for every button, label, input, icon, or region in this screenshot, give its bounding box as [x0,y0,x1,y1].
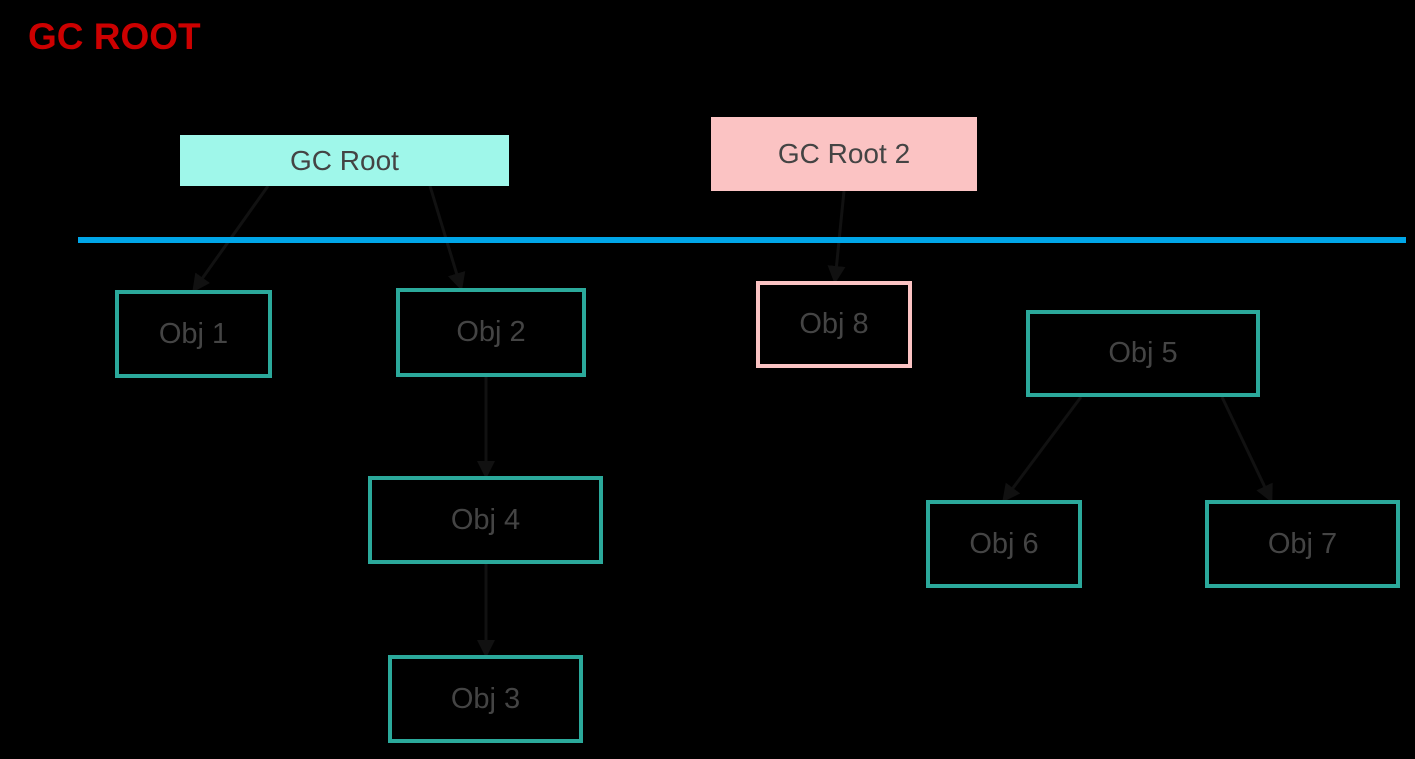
node-obj-7[interactable]: Obj 7 [1205,500,1400,588]
node-obj-4[interactable]: Obj 4 [368,476,603,564]
edge-obj-5-to-obj-7 [1220,396,1273,503]
node-label: GC Root 2 [777,138,911,169]
node-label: Obj 4 [450,503,521,536]
gc-scan-line [78,237,1406,243]
node-label: Obj 8 [799,308,869,340]
node-obj-6[interactable]: Obj 6 [926,500,1082,588]
node-label: Obj 6 [969,527,1039,560]
node-label: Obj 2 [456,316,526,348]
page-title: GC ROOT [28,16,201,57]
node-gc-root-2[interactable]: GC Root 2 [711,117,977,191]
node-obj-2[interactable]: Obj 2 [396,288,586,377]
node-label: Obj 7 [1267,527,1338,560]
node-obj-5[interactable]: Obj 5 [1026,310,1260,397]
node-obj-3[interactable]: Obj 3 [388,655,583,743]
node-gc-root[interactable]: GC Root [180,135,509,186]
edge-gc-root-2-to-obj-8 [827,190,846,284]
node-label: Obj 3 [450,682,521,715]
node-label: Obj 1 [158,317,229,350]
node-obj-8[interactable]: Obj 8 [756,281,912,368]
edge-obj-5-to-obj-6 [1002,396,1083,503]
node-label: Obj 5 [1108,337,1178,369]
node-obj-1[interactable]: Obj 1 [115,290,272,378]
node-label: GC Root [290,144,399,176]
